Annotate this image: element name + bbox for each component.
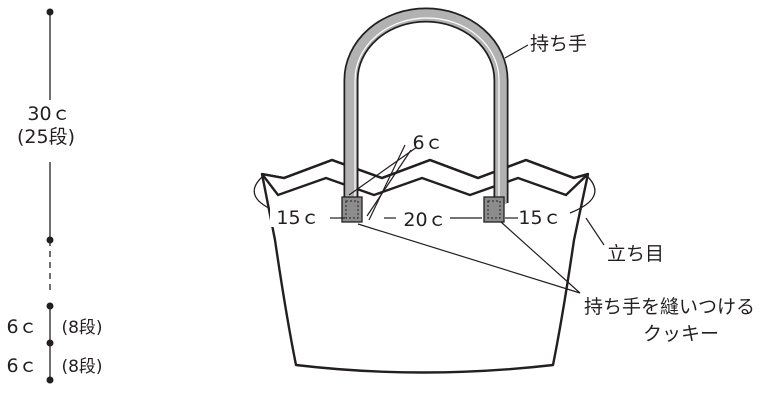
handle-tab-right: [483, 196, 505, 223]
handle-tab-left: [341, 196, 363, 223]
height-lower-label: 6ｃ: [6, 355, 37, 377]
height-total-label: 30ｃ: [27, 103, 70, 125]
seam-label: 立ち目: [607, 243, 664, 265]
bag-rim-back: [261, 158, 589, 180]
width-left-label: 15ｃ: [276, 207, 319, 229]
height-upper-rows-label: (8段): [61, 318, 102, 338]
label-backgrounds: [270, 131, 567, 229]
handle-groove: [354, 17, 500, 203]
handle-fill: [345, 9, 507, 204]
right-side-bracket: [569, 176, 596, 214]
bag-rim-front: [261, 173, 589, 197]
height-lower-rows-label: (8段): [61, 357, 102, 377]
tab-label-line2: クッキー: [643, 323, 719, 345]
bag-body: [260, 158, 590, 374]
handle-label: 持ち手: [530, 33, 587, 55]
leader-lines: [330, 44, 605, 294]
handle-spacing-label: 6ｃ: [412, 132, 443, 154]
height-upper-label: 6ｃ: [6, 316, 37, 338]
height-measure-dots: [46, 8, 54, 384]
width-right-label: 15ｃ: [518, 207, 561, 229]
height-total-rows-label: (25段): [17, 126, 75, 148]
width-middle-label: 20ｃ: [403, 209, 446, 231]
tab-label-line1: 持ち手を縫いつける: [584, 296, 755, 318]
